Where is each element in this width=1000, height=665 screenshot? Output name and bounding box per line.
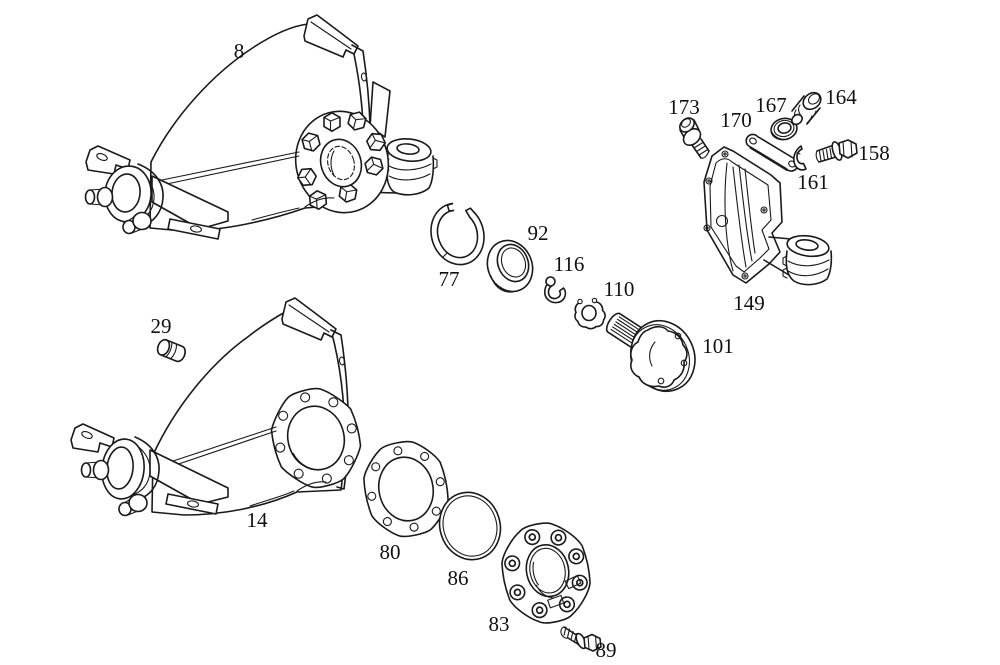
part-116-clip (543, 276, 567, 304)
bolt-hole (343, 455, 354, 466)
label-158: 158 (858, 141, 890, 165)
part-29-plug (156, 338, 186, 363)
label-170: 170 (720, 108, 752, 132)
label-92: 92 (528, 221, 549, 245)
label-29: 29 (151, 314, 172, 338)
bolt-hole (409, 522, 419, 532)
label-149: 149 (733, 291, 765, 315)
part-labels: 8 29 14 77 92 116 110 101 80 86 83 89 14… (151, 39, 890, 662)
cover-bolt-holes (703, 150, 768, 280)
bolt-hole (431, 506, 441, 516)
label-173: 173 (668, 95, 700, 119)
bolt-hole (420, 451, 430, 461)
label-167: 167 (755, 93, 787, 117)
bolt-hole (371, 462, 381, 472)
flange-face (630, 325, 688, 388)
label-14: 14 (247, 508, 269, 532)
label-101: 101 (702, 334, 734, 358)
label-116: 116 (554, 252, 585, 276)
open-flange (270, 387, 362, 489)
part-164-screw-plug (791, 91, 822, 126)
label-77: 77 (439, 267, 460, 291)
part-167-washer (770, 117, 798, 141)
bolt-hole (393, 446, 403, 456)
bolt-hole (435, 477, 445, 487)
bolt-hole (278, 410, 289, 421)
part-89-bolt (560, 626, 602, 652)
bolt-hole (275, 442, 286, 453)
part-14-housing (70, 297, 362, 517)
part-86-o-ring (438, 491, 502, 561)
label-80: 80 (380, 540, 401, 564)
part-77-snap-ring (430, 202, 485, 266)
part-110-lock-clip (574, 297, 606, 330)
label-8: 8 (234, 39, 245, 63)
bolt-hole (674, 332, 682, 340)
part-161-clamp-clip (793, 145, 807, 171)
bolt-hole (657, 377, 665, 385)
bolt-hole (367, 491, 377, 501)
flange-bolt (323, 112, 341, 132)
splined-bore (327, 145, 355, 181)
part-149-side-cover (703, 146, 833, 286)
part-83-end-cover (501, 522, 591, 624)
part-92-seal-ring (486, 239, 534, 293)
axle-tube-bracket (84, 145, 229, 240)
pinion-flange (294, 109, 390, 214)
label-86: 86 (448, 566, 469, 590)
part-158-hex-bolt (815, 139, 858, 163)
part-173-vent-plug (679, 117, 710, 159)
part-101-companion-flange (605, 312, 696, 392)
bushing-mount (763, 234, 833, 286)
bolt-hole (321, 473, 332, 484)
label-110: 110 (604, 277, 635, 301)
rear-strut (369, 81, 391, 138)
part-170-link-strap (745, 133, 799, 172)
label-89: 89 (596, 638, 617, 662)
bolt-hole (293, 468, 304, 479)
bolt-hole (382, 517, 392, 527)
part-8-housing (84, 14, 438, 240)
bolt-hole (680, 359, 688, 367)
bolt-hole (328, 397, 339, 408)
bolt-hole (346, 423, 357, 434)
label-83: 83 (489, 612, 510, 636)
axle-tube-bracket (70, 423, 229, 517)
part-80-gasket (363, 440, 449, 538)
label-161: 161 (797, 170, 829, 194)
label-164: 164 (825, 85, 857, 109)
bolt-hole (300, 392, 311, 403)
